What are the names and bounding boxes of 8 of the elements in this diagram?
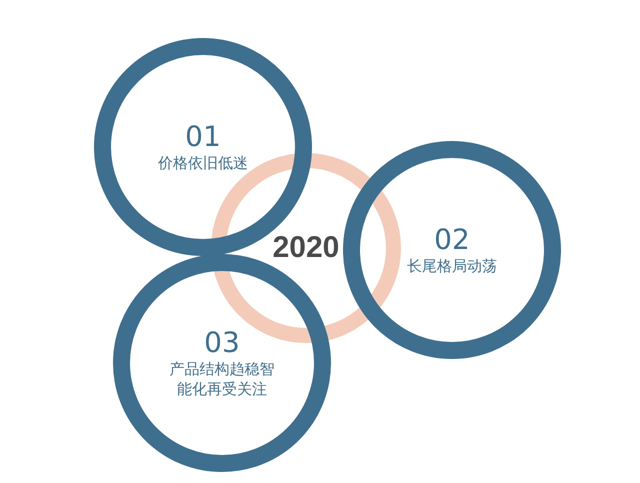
- description-text: 产品结构趋稳智能化再受关注: [168, 359, 276, 399]
- number-label: 02: [434, 224, 470, 256]
- number-label: 01: [185, 121, 221, 153]
- description-text: 价格依旧低迷: [157, 153, 249, 173]
- number-label: 03: [204, 327, 240, 359]
- ring-node: [343, 141, 561, 359]
- description-text: 长尾格局动荡: [406, 256, 498, 276]
- year-label: 2020: [272, 231, 340, 265]
